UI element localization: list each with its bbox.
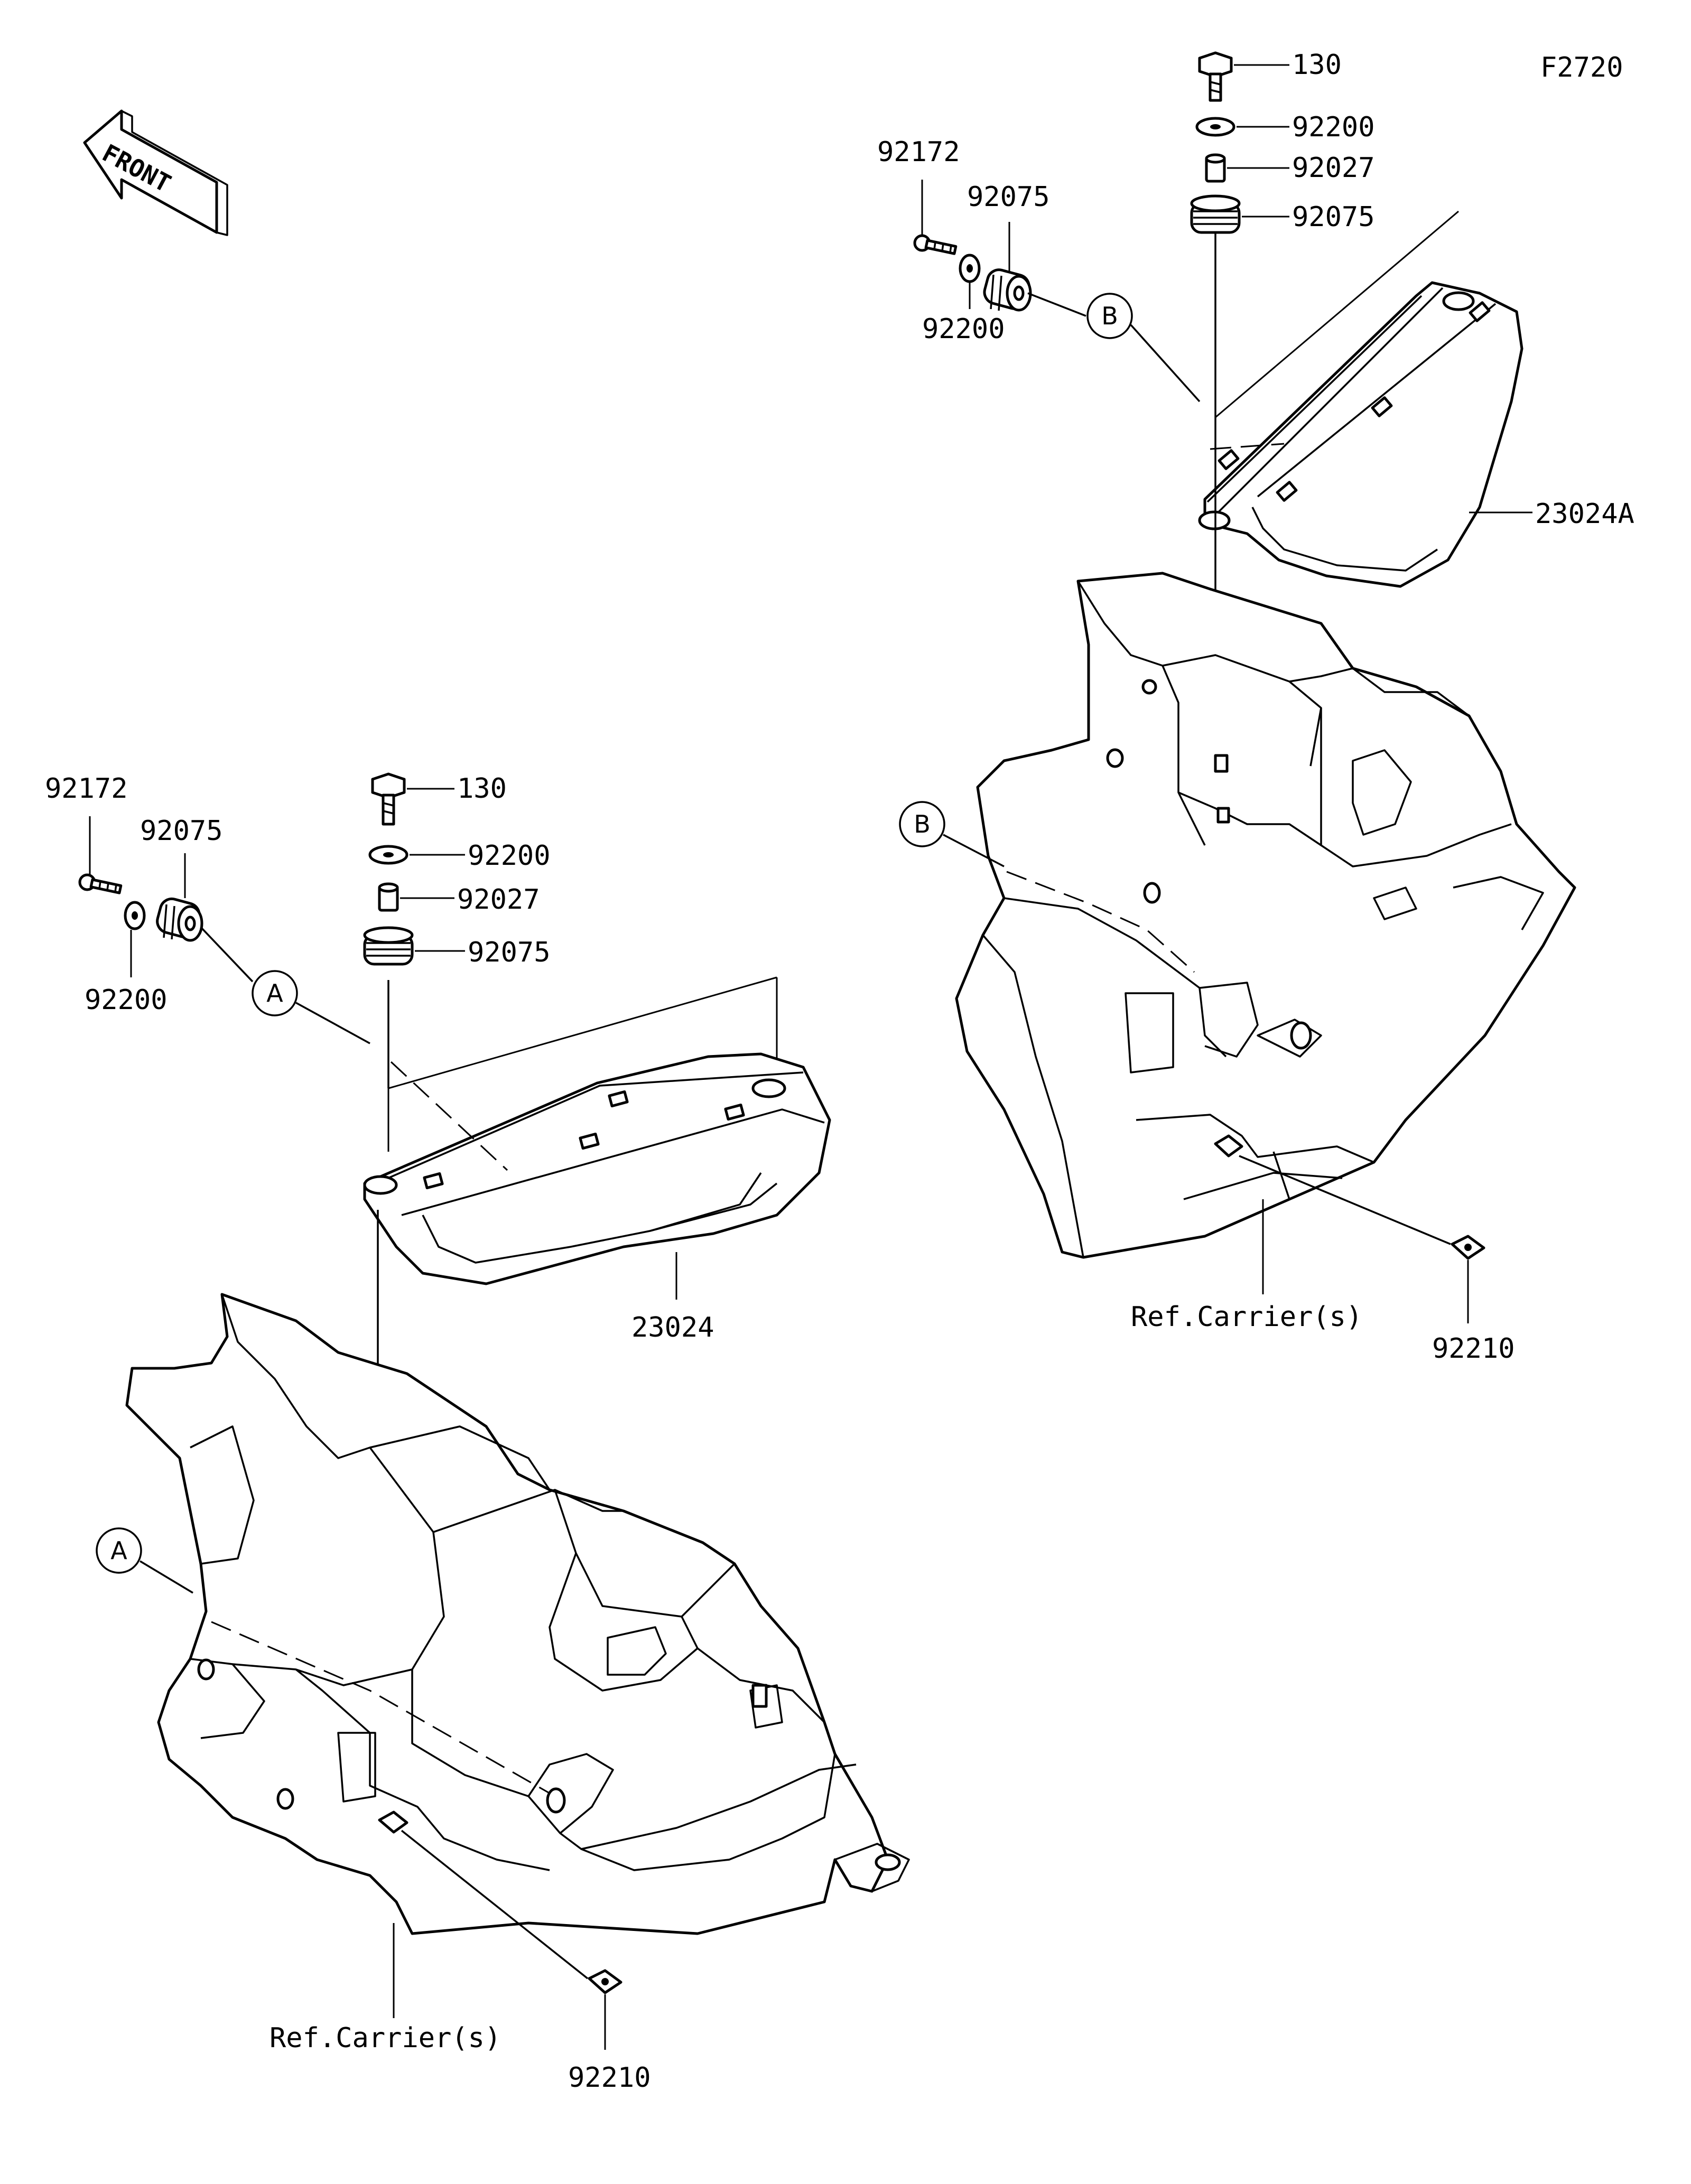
grommet-92075-side-icon [983, 268, 1032, 312]
callout-l-92210: 92210 [568, 2062, 651, 2094]
connector-b-frame-letter: B [914, 810, 931, 838]
bolt-130-left-icon [371, 772, 406, 826]
right-assembly: 130 92200 92027 92075 92172 [877, 49, 1634, 1365]
connector-a-top [252, 970, 298, 1016]
connector-a-frame [96, 1527, 142, 1574]
left-frame-body [125, 1293, 910, 1935]
callout-r-92027: 92027 [1292, 152, 1375, 184]
connector-a-frame-letter: A [110, 1536, 127, 1565]
connector-a-top-letter: A [266, 979, 283, 1007]
callout-r-92075-a: 92075 [1292, 201, 1375, 233]
screw-92172-icon [913, 234, 958, 255]
callout-l-130: 130 [457, 773, 507, 805]
left-assembly: 130 92200 92027 92075 92172 [45, 772, 910, 2094]
ref-carrier-right: Ref.Carrier(s) [1131, 1301, 1362, 1333]
front-direction-arrow-icon: FRONT [83, 109, 228, 236]
part-23024-cover [363, 976, 831, 1285]
callout-l-92075-b: 92075 [140, 815, 223, 847]
connector-b-top [1086, 293, 1133, 339]
callout-l-92075-a: 92075 [468, 937, 551, 968]
bolt-130-icon [1198, 51, 1233, 102]
callout-l-92172: 92172 [45, 773, 128, 805]
washer-92200-left-side-icon [124, 901, 146, 930]
washer-92200-icon [1195, 117, 1235, 137]
callout-r-92075-b: 92075 [967, 181, 1050, 213]
collar-92027-left-icon [378, 882, 399, 912]
callout-r-92200-b: 92200 [922, 313, 1005, 345]
grommet-92075-left-side-icon [156, 897, 203, 942]
clip-nut-92210-right-icon [1214, 1134, 1485, 1260]
callout-r-23024A: 23024A [1535, 498, 1634, 530]
right-frame-body [955, 572, 1576, 1259]
clip-nut-92210-left-icon [378, 1810, 622, 1994]
washer-92200-side-icon [959, 254, 981, 283]
washer-92200-left-icon [368, 845, 408, 865]
connector-b-frame [899, 801, 945, 847]
figure-id: F2720 [1540, 52, 1623, 83]
connector-b-top-letter: B [1101, 302, 1118, 330]
callout-r-92172: 92172 [877, 136, 960, 168]
part-23024A-cover [1198, 210, 1523, 588]
ref-carrier-left: Ref.Carrier(s) [270, 2022, 501, 2054]
callout-l-92200-b: 92200 [85, 984, 168, 1016]
screw-92172-left-icon [78, 873, 123, 894]
collar-92027-icon [1205, 153, 1226, 183]
grommet-92075-icon [1190, 194, 1241, 234]
callout-r-92210: 92210 [1432, 1333, 1515, 1365]
callout-r-92200-a: 92200 [1292, 111, 1375, 143]
grommet-92075-left-icon [363, 926, 414, 966]
callout-r-130: 130 [1292, 49, 1342, 81]
callout-l-23024: 23024 [631, 1312, 714, 1343]
callout-l-92027: 92027 [457, 884, 540, 916]
callout-l-92200-a: 92200 [468, 840, 551, 872]
